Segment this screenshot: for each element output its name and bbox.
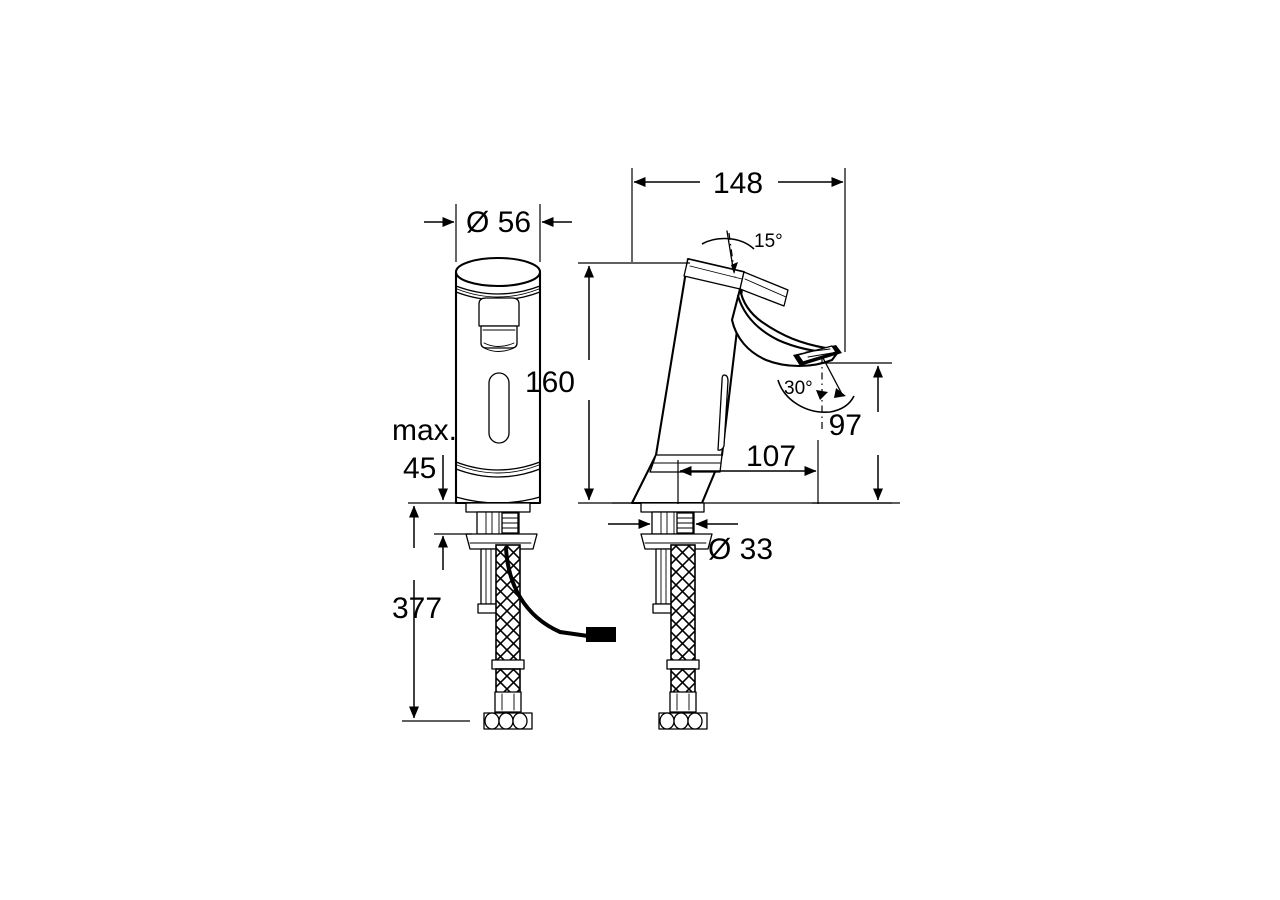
angle-30-annotation: 30° — [777, 356, 855, 432]
spout-nose — [730, 287, 840, 367]
aerator-face — [797, 345, 837, 363]
body-top-face-line — [744, 278, 787, 298]
sensor-cable — [504, 546, 616, 642]
aerator-line-1 — [805, 348, 831, 353]
label-148: 148 — [713, 167, 763, 200]
body-seat-side — [640, 502, 705, 513]
body-seat — [465, 502, 531, 513]
hose-end-nut-face-2 — [498, 712, 514, 730]
boss-upper — [478, 297, 520, 327]
label-angle-30: 30° — [784, 378, 813, 399]
angle-30-arrowhead-right — [834, 388, 846, 398]
flex-hose-front — [483, 544, 533, 730]
aerator-line-2 — [807, 352, 833, 358]
side-view: 148 160 107 97 — [525, 167, 900, 730]
boss-lower-arc — [483, 342, 515, 347]
label-45: 45 — [403, 452, 436, 485]
body-collar-arc-1 — [455, 285, 541, 295]
angle-30-arc — [777, 379, 855, 413]
body-lower-band — [649, 454, 723, 473]
label-97: 97 — [829, 409, 862, 442]
hose-bottom-ferrule-side — [669, 691, 697, 713]
label-377: 377 — [392, 592, 442, 625]
boss-middle — [480, 325, 518, 349]
angle-30-arrowhead-left — [816, 390, 828, 400]
threaded-rod — [480, 548, 498, 605]
dimension-diameter-56: Ø 56 — [424, 206, 572, 239]
sensor-boss — [478, 297, 520, 352]
outlet-aerator — [793, 345, 842, 366]
front-view: Ø 56 max. 45 377 — [392, 204, 616, 730]
angle-30-leg — [822, 357, 844, 397]
hose-end-nut-face-1 — [484, 712, 500, 730]
mount-assembly-front — [465, 502, 538, 614]
body-collar-arc-3 — [456, 288, 540, 298]
hose-end-nut-side-face-1 — [659, 712, 675, 730]
dimension-148: 148 — [631, 167, 846, 352]
label-max: max. — [392, 414, 457, 447]
hose-mid-ferrule-side — [666, 659, 700, 670]
faucet-body-side — [630, 257, 842, 505]
hose-bottom-ferrule — [494, 691, 522, 713]
body-base-arc-2 — [455, 468, 541, 478]
label-diameter-33: Ø 33 — [708, 533, 773, 566]
hose-end-nut-side-face-2 — [673, 712, 689, 730]
angle-15-arrowhead — [731, 262, 738, 274]
threaded-rod-side — [655, 548, 673, 605]
body-top-cap — [454, 256, 542, 288]
shank-nut-side — [676, 512, 694, 534]
label-diameter-56: Ø 56 — [466, 206, 531, 239]
label-angle-15: 15° — [754, 231, 783, 252]
dimension-97: 97 — [812, 362, 892, 504]
hose-end-nut-side-face-3 — [687, 712, 703, 730]
angle-15-annotation: 15° — [701, 230, 783, 278]
faucet-body-front — [454, 256, 542, 505]
body-top-face-extension — [739, 271, 789, 307]
body-base-arc-3 — [456, 464, 540, 474]
hose-mid-ferrule — [491, 659, 525, 670]
label-107: 107 — [746, 440, 796, 473]
cable-connector — [586, 627, 616, 642]
boss-lower-arc-2 — [483, 347, 515, 352]
shank-nut — [501, 512, 519, 534]
label-160: 160 — [525, 366, 575, 399]
hose-upper-braid-side — [670, 544, 696, 663]
sensor-window-side — [717, 374, 729, 451]
sensor-window — [488, 372, 510, 444]
hose-end-nut-face-3 — [512, 712, 528, 730]
cable-line — [504, 546, 590, 638]
flex-hose-side — [658, 544, 708, 730]
dimension-160: 160 — [525, 262, 690, 504]
dimension-diameter-33: Ø 33 — [608, 519, 773, 566]
body-base-arc-1 — [455, 461, 541, 471]
dimension-107: 107 — [677, 440, 819, 504]
angle-15-tick — [726, 230, 734, 269]
body-top-band-line — [689, 265, 743, 280]
dimension-max-45: max. 45 — [392, 414, 470, 504]
dimension-377: 377 — [392, 505, 472, 722]
